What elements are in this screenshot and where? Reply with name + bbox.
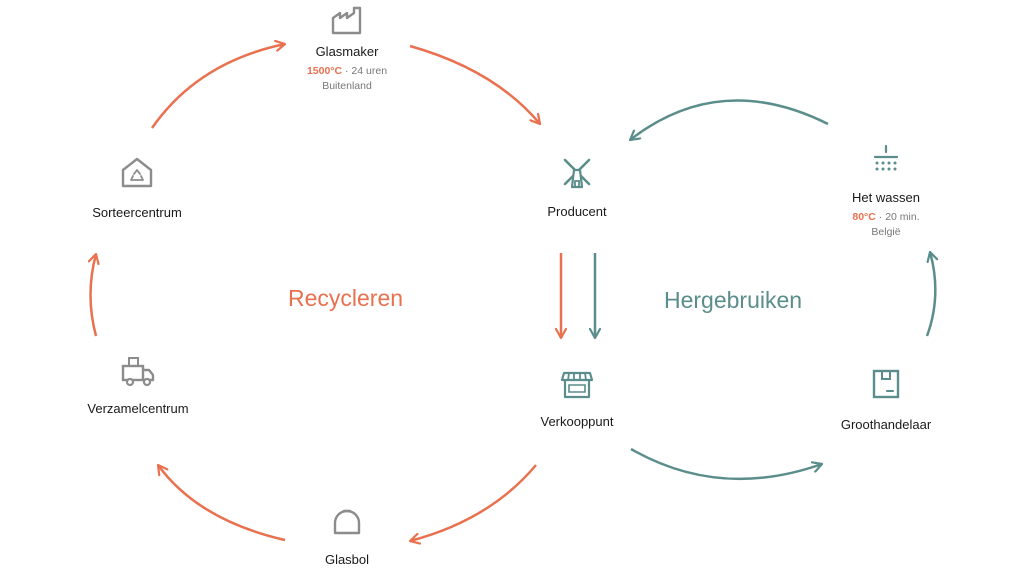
windmill-icon [563,158,591,189]
groothandelaar-label: Groothandelaar [840,417,932,432]
arrow-glasmaker-to-producent [409,44,540,124]
node-groothandelaar: Groothandelaar [791,368,981,433]
het-wassen-separator: · [878,211,883,223]
recycle-house-icon [121,157,153,188]
shop-icon [560,371,594,399]
node-glasmaker: Glasmaker 1500°C · 24 uren Buitenland [252,4,442,94]
glasbol-label: Glasbol [324,552,370,567]
glasmaker-details: 1500°C · 24 uren [252,64,442,79]
arrow-verzamelcentrum-to-sorteercentrum [91,254,97,337]
node-het-wassen: Het wassen 80°C · 20 min. België [791,144,981,240]
node-sorteercentrum: Sorteercentrum [42,156,232,221]
arrow-glasbol-to-verzamelcentrum [158,465,286,542]
het-wassen-details: 80°C · 20 min. [791,210,981,225]
delivery-truck-icon [121,357,155,387]
arrow-verkooppunt-to-groothandelaar [630,447,822,481]
het-wassen-duration: 20 min. [885,211,920,223]
glasmaker-temperature: 1500°C [306,65,343,77]
het-wassen-temperature: 80°C [852,211,876,223]
shower-icon [873,144,899,171]
node-producent: Producent [482,154,672,220]
sorteercentrum-label: Sorteercentrum [92,205,182,220]
node-glasbol: Glasbol [252,506,442,568]
arrow-verkooppunt-to-glasbol [410,464,537,541]
glasmaker-location: Buitenland [322,80,372,92]
factory-icon [331,6,362,35]
producent-label: Producent [547,204,607,219]
verzamelcentrum-label: Verzamelcentrum [87,401,189,416]
reuse-cycle-title: Hergebruiken [664,287,803,313]
node-verkooppunt: Verkooppunt [482,370,672,430]
box-icon [872,369,900,399]
arrow-sorteercentrum-to-glasmaker [150,44,285,129]
het-wassen-label: Het wassen [852,190,920,205]
bottle-bank-icon [333,509,361,535]
glasmaker-separator: · [345,65,349,77]
verkooppunt-label: Verkooppunt [540,414,614,429]
node-verzamelcentrum: Verzamelcentrum [43,356,233,417]
recycle-cycle-title: Recycleren [288,285,404,311]
glasmaker-duration: 24 uren [351,65,388,77]
arrow-het-wassen-to-producent [630,99,829,140]
het-wassen-location: België [871,226,901,238]
glasmaker-label: Glasmaker [315,44,379,59]
arrow-groothandelaar-to-het-wassen [925,252,935,337]
